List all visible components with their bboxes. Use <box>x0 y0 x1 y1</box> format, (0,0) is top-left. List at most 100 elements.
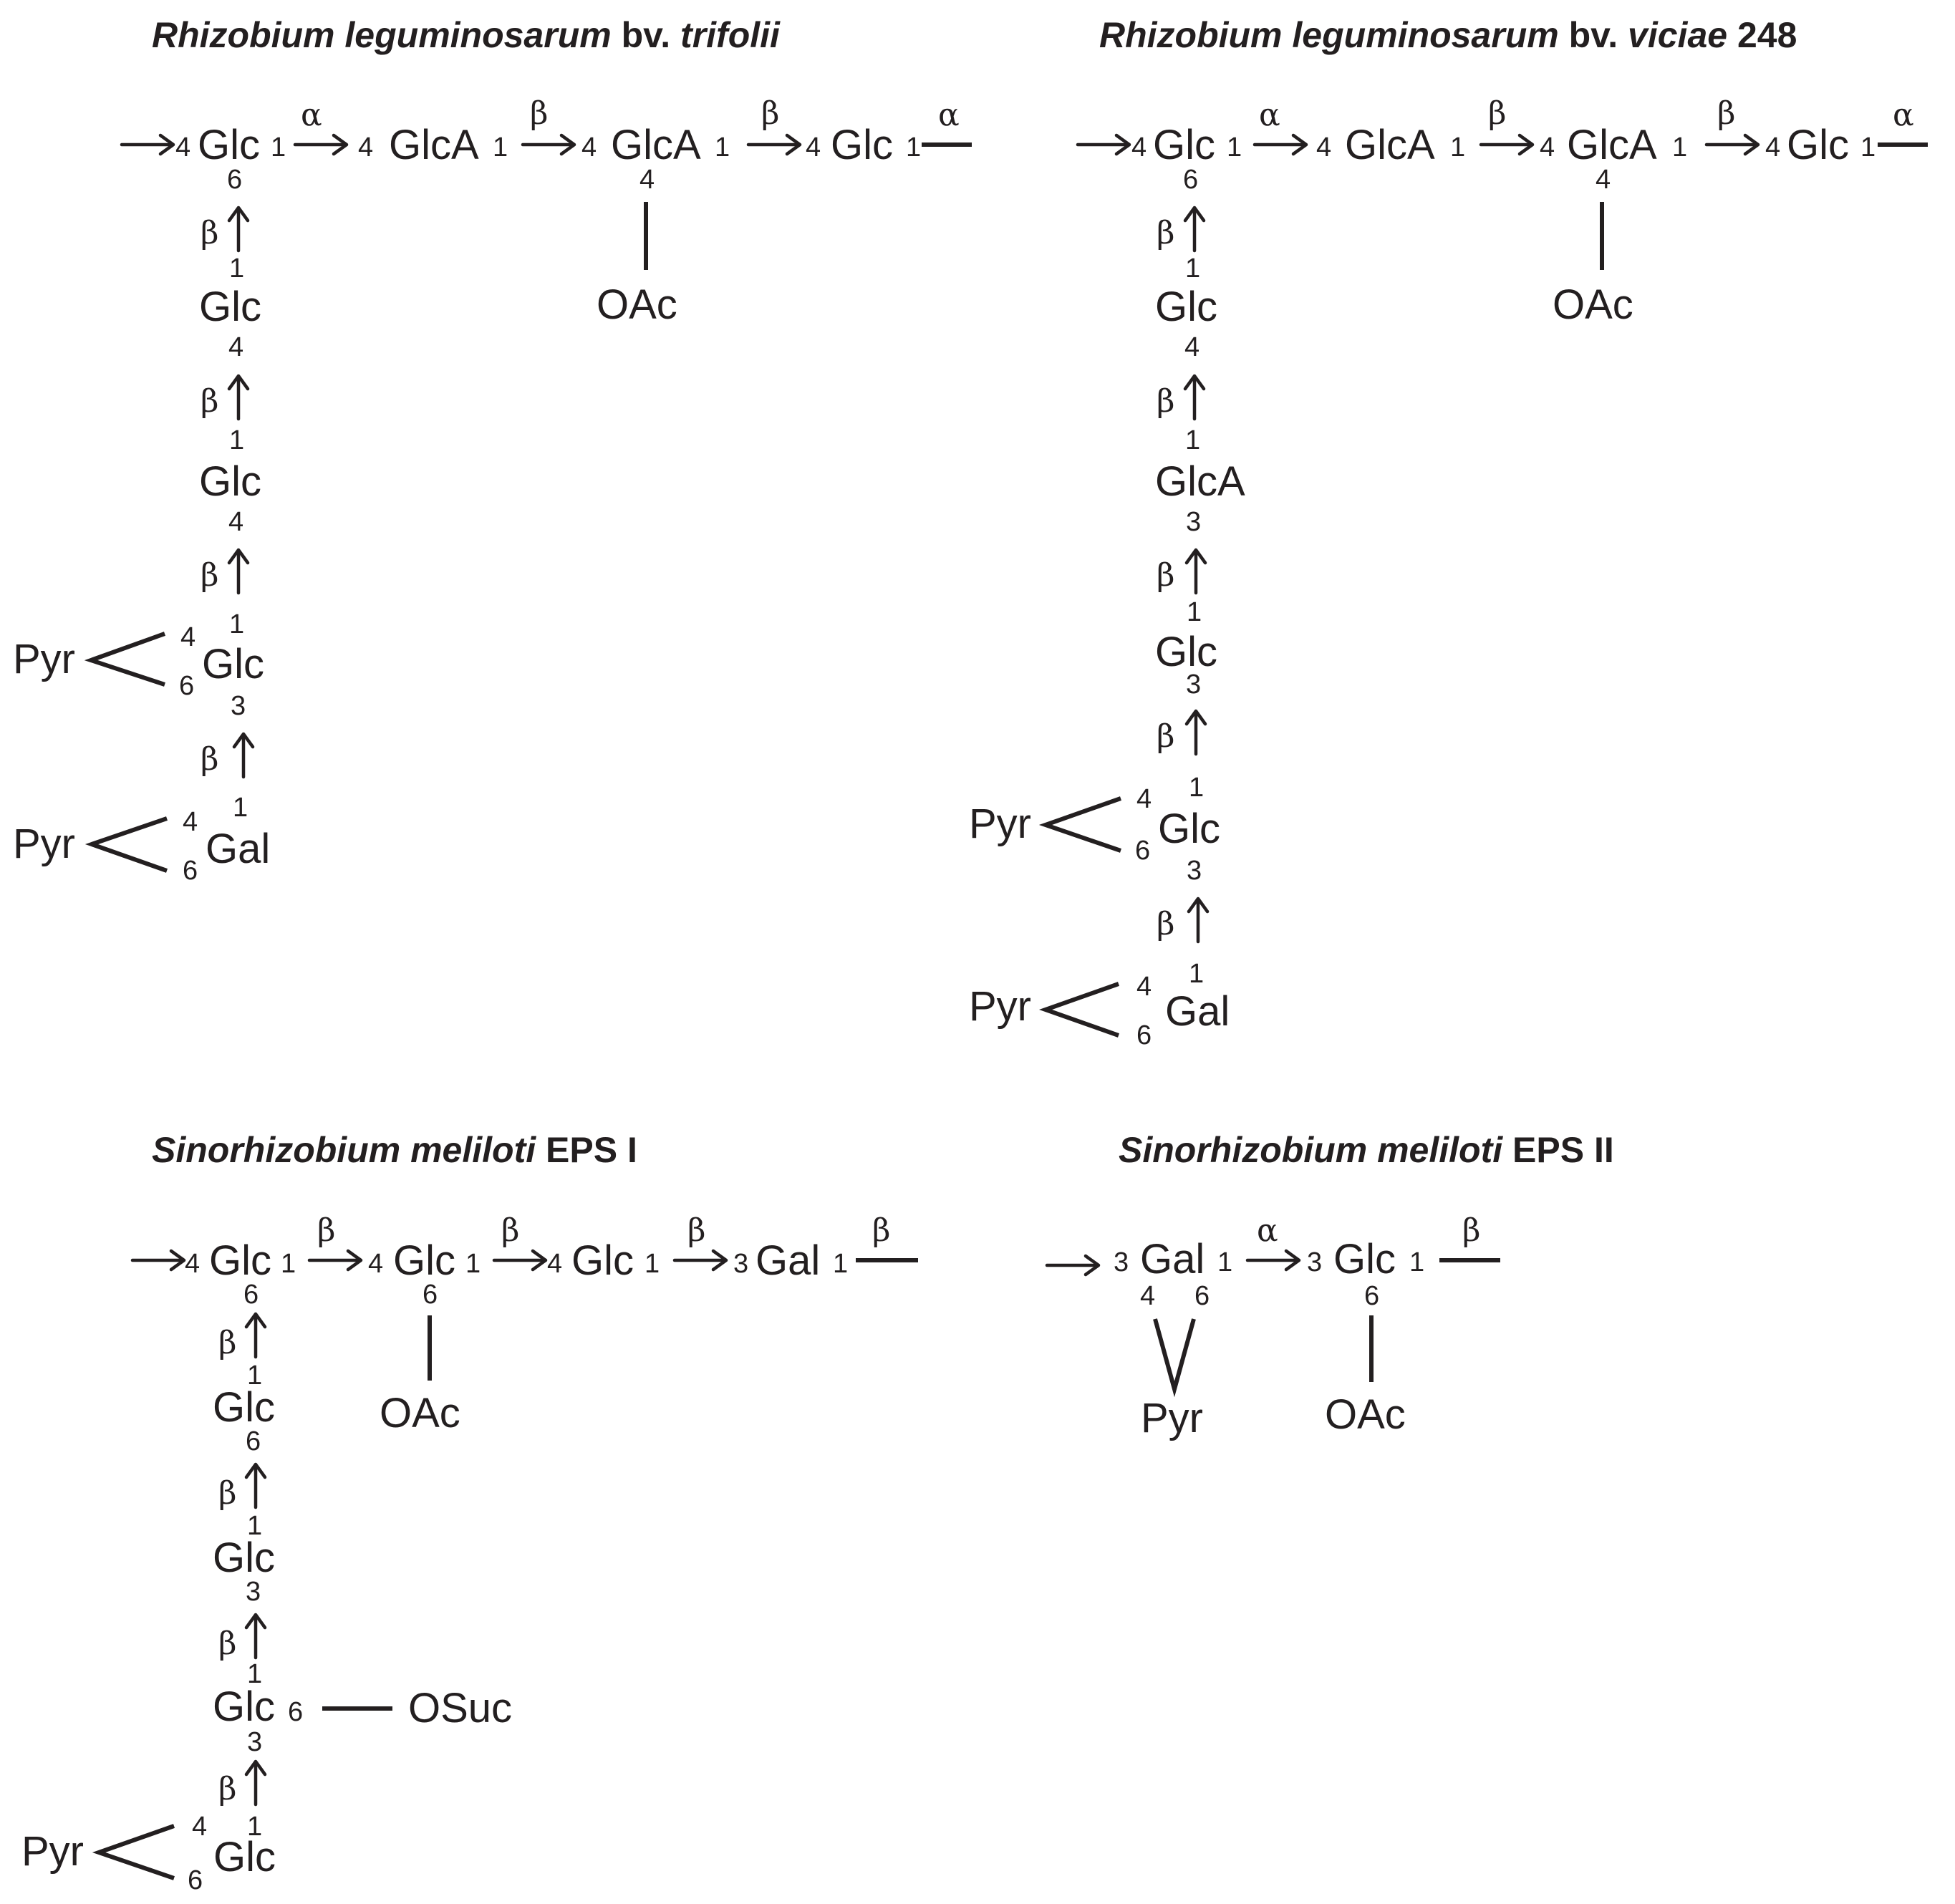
position-label: 1 <box>229 425 244 455</box>
beta-linkage: β <box>201 557 218 594</box>
position-label: 1 <box>833 1249 848 1279</box>
pyruvate-acetal-bond <box>85 816 168 873</box>
position-label: 6 <box>1135 836 1150 866</box>
residue-glc: Glc <box>393 1237 455 1284</box>
position-label: 6 <box>423 1280 438 1310</box>
position-label: 4 <box>581 132 597 163</box>
panel-sm-eps1: Sinorhizobium meliloti EPS I 4 Glc 1 β 4… <box>21 1130 918 1895</box>
oac-substituent: 6 OAc <box>380 1280 460 1436</box>
chain-start-arrow <box>122 135 173 154</box>
residue-glca: GlcA <box>389 122 479 168</box>
position-label: 6 <box>183 856 198 886</box>
position-label: 6 <box>1183 165 1198 195</box>
pyruvate-label: Pyr <box>969 801 1031 847</box>
linkage-arrow <box>309 1251 361 1270</box>
position-label: 1 <box>1217 1247 1232 1277</box>
beta-linkage: β <box>1157 383 1174 420</box>
beta-linkage: β <box>872 1212 890 1249</box>
oac-substituent: 4 OAc <box>597 165 677 328</box>
linkage-arrow <box>295 135 347 154</box>
side-chain: 6 β 1 Glc 4 β 1 GlcA 3 β 1 Glc 3 β 1 4 G… <box>969 165 1245 1050</box>
linkage-arrow <box>229 208 248 251</box>
residue-glc: Glc <box>831 122 893 168</box>
residue-glc: Glc <box>213 1384 275 1431</box>
linkage-arrow <box>246 1464 265 1507</box>
alpha-linkage: α <box>1257 1212 1278 1249</box>
position-label: 1 <box>229 253 244 284</box>
linkage-arrow <box>675 1251 726 1270</box>
linkage-arrow <box>523 135 574 154</box>
beta-linkage: β <box>1462 1212 1480 1249</box>
position-label: 1 <box>247 1659 262 1689</box>
residue-glc: Glc <box>1153 122 1215 168</box>
position-label: 4 <box>368 1249 383 1279</box>
linkage-arrow <box>748 135 800 154</box>
residue-gal: Gal <box>206 826 270 872</box>
position-label: 1 <box>1189 773 1204 803</box>
position-label: 1 <box>1185 425 1200 455</box>
position-label: 1 <box>1187 597 1202 627</box>
panel-rl-trifolii: Rhizobium leguminosarum bv. trifolii 4 G… <box>13 15 972 886</box>
residue-glca: GlcA <box>1345 122 1435 168</box>
residue-glc: Glc <box>199 458 261 505</box>
oac-substituent: 6 OAc <box>1325 1281 1406 1438</box>
side-chain: 6 β 1 Glc 6 β 1 Glc 3 β 1 Glc 6 OSuc 3 β… <box>21 1280 512 1895</box>
position-label: 1 <box>1185 253 1200 284</box>
beta-linkage: β <box>201 215 218 251</box>
beta-linkage: β <box>1157 718 1174 755</box>
position-label: 1 <box>247 1812 262 1842</box>
linkage-arrow <box>229 376 248 419</box>
pyruvate-acetal-bond <box>92 1824 175 1880</box>
residue-glc: Glc <box>1155 629 1217 675</box>
position-label: 4 <box>185 1249 200 1279</box>
linkage-arrow <box>1247 1251 1299 1270</box>
position-label: 1 <box>233 793 248 823</box>
position-label: 1 <box>1227 132 1242 163</box>
linkage-arrow <box>229 550 248 593</box>
beta-linkage: β <box>687 1212 705 1249</box>
position-label: 3 <box>247 1727 262 1757</box>
chain-start-arrow <box>1047 1256 1099 1275</box>
linkage-arrow <box>1187 550 1205 593</box>
residue-glca: GlcA <box>611 122 701 168</box>
residue-glc: Glc <box>202 641 264 687</box>
position-label: 3 <box>231 691 246 721</box>
position-label: 6 <box>1136 1020 1152 1050</box>
residue-glc: Glc <box>213 1535 275 1581</box>
position-label: 1 <box>271 132 286 163</box>
oac-label: OAc <box>597 281 677 328</box>
pyruvate-label: Pyr <box>13 636 75 682</box>
position-label: 3 <box>733 1249 748 1279</box>
linkage-arrow <box>1185 376 1204 419</box>
residue-glc: Glc <box>1158 806 1220 852</box>
position-label: 4 <box>1184 332 1199 362</box>
panel-title: Rhizobium leguminosarum bv. trifolii <box>152 15 781 55</box>
position-label: 4 <box>1136 784 1152 814</box>
position-label: 4 <box>639 165 655 195</box>
residue-glc: Glc <box>571 1237 634 1284</box>
alpha-linkage: α <box>301 97 322 133</box>
beta-linkage: β <box>218 1625 236 1662</box>
linkage-arrow <box>1255 135 1306 154</box>
beta-linkage: β <box>530 95 548 132</box>
linkage-arrow <box>246 1762 265 1804</box>
position-label: 3 <box>246 1577 261 1607</box>
position-label: 6 <box>227 165 242 195</box>
position-label: 6 <box>243 1280 259 1310</box>
panel-title: Sinorhizobium meliloti EPS II <box>1119 1130 1614 1170</box>
position-label: 4 <box>180 622 196 652</box>
position-label: 1 <box>247 1361 262 1391</box>
beta-linkage: β <box>1488 95 1506 132</box>
position-label: 3 <box>1186 670 1201 700</box>
beta-linkage: β <box>218 1475 236 1512</box>
position-label: 4 <box>1765 132 1780 163</box>
linkage-arrow <box>246 1615 265 1658</box>
chain-start-arrow <box>132 1251 184 1270</box>
position-label: 1 <box>1450 132 1465 163</box>
position-label: 1 <box>465 1249 481 1279</box>
position-label: 1 <box>1860 132 1876 163</box>
beta-linkage: β <box>1157 557 1174 594</box>
beta-linkage: β <box>1157 906 1174 942</box>
residue-glc: Glc <box>199 284 261 330</box>
pyruvate-acetal-bond <box>1153 1318 1196 1398</box>
